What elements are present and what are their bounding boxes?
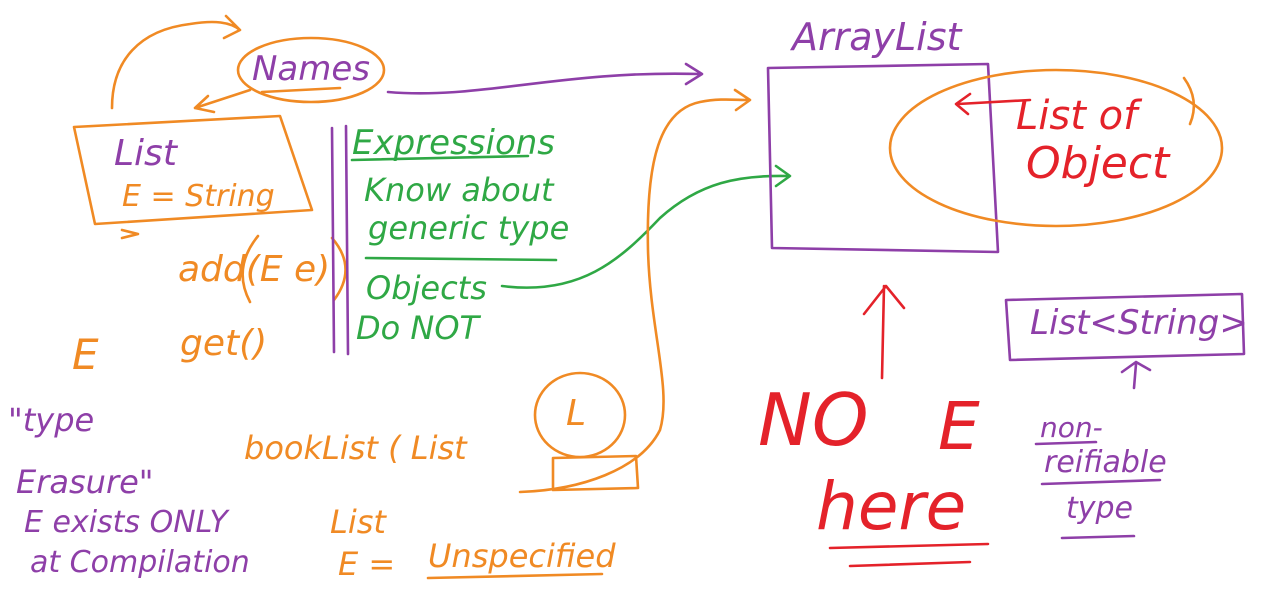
booklist-label: bookList ( List bbox=[244, 429, 467, 467]
at-compilation-label: at Compilation bbox=[30, 545, 250, 580]
object-label: Object bbox=[1026, 138, 1170, 189]
names-label: Names bbox=[252, 49, 371, 89]
red-up-arrow bbox=[862, 284, 906, 380]
expressions-underline bbox=[350, 154, 530, 162]
list-box bbox=[72, 114, 314, 226]
type-underline bbox=[1060, 534, 1136, 540]
arrow-booklist-to-arraylist bbox=[518, 88, 752, 494]
booklist-L-box bbox=[551, 454, 640, 492]
generic-type-underline bbox=[364, 256, 558, 262]
non-label: non- bbox=[1040, 411, 1103, 444]
add-method-label: add(E e) bbox=[178, 249, 331, 290]
list-box-tick bbox=[120, 228, 140, 240]
add-big-paren bbox=[241, 234, 260, 304]
oval-curl bbox=[1182, 76, 1196, 126]
arrow-objects-to-arraylist bbox=[500, 164, 792, 289]
arraylist-label: ArrayList bbox=[792, 15, 962, 59]
names-oval bbox=[236, 36, 386, 104]
unspecified-underline bbox=[426, 572, 604, 580]
type-erasure-line-1: "type bbox=[8, 401, 95, 439]
add-close-paren bbox=[330, 236, 347, 302]
here-label: here bbox=[816, 468, 967, 545]
e-label: E bbox=[72, 330, 99, 379]
here-underline bbox=[828, 542, 990, 550]
generic-type-label: generic type bbox=[368, 209, 570, 247]
list-of-object-oval bbox=[888, 68, 1224, 228]
reifiable-label: reifiable bbox=[1044, 445, 1167, 480]
list-label: List bbox=[114, 133, 177, 174]
get-method-label: get() bbox=[180, 323, 268, 364]
arrow-names-to-arraylist bbox=[386, 62, 704, 95]
objects-label: Objects bbox=[366, 269, 487, 307]
do-not-label: Do NOT bbox=[356, 309, 480, 347]
type-label: type bbox=[1066, 491, 1134, 526]
arraylist-box bbox=[766, 62, 1000, 254]
reifiable-underline bbox=[1040, 478, 1162, 486]
e-equals-label: E = bbox=[338, 545, 396, 583]
expressions-label: Expressions bbox=[352, 123, 556, 163]
list-string-box bbox=[1004, 292, 1246, 362]
loop-arrow-to-names bbox=[110, 14, 242, 110]
here-underline-2 bbox=[848, 560, 972, 568]
list2-label: List bbox=[330, 503, 386, 541]
booklist-L-label: L bbox=[566, 393, 587, 434]
type-erasure-line-2: Erasure" bbox=[16, 463, 154, 501]
red-arrow-in-oval bbox=[954, 92, 1032, 116]
non-underline bbox=[1034, 440, 1098, 446]
arrow-names-to-list bbox=[193, 88, 252, 114]
big-e-label: E bbox=[938, 388, 980, 465]
no-label: NO bbox=[758, 378, 869, 462]
e-string-label: E = String bbox=[122, 179, 275, 214]
list-string-up-arrow bbox=[1120, 360, 1152, 390]
know-about-label: Know about bbox=[364, 171, 554, 209]
list-string-label: List<String> bbox=[1030, 303, 1248, 343]
names-underline bbox=[260, 86, 342, 94]
e-exists-only-label: E exists ONLY bbox=[24, 505, 228, 540]
divider-line-2 bbox=[344, 124, 350, 356]
list-of-label: List of bbox=[1016, 93, 1138, 139]
divider-line-1 bbox=[330, 126, 336, 354]
unspecified-label: Unspecified bbox=[428, 537, 616, 575]
